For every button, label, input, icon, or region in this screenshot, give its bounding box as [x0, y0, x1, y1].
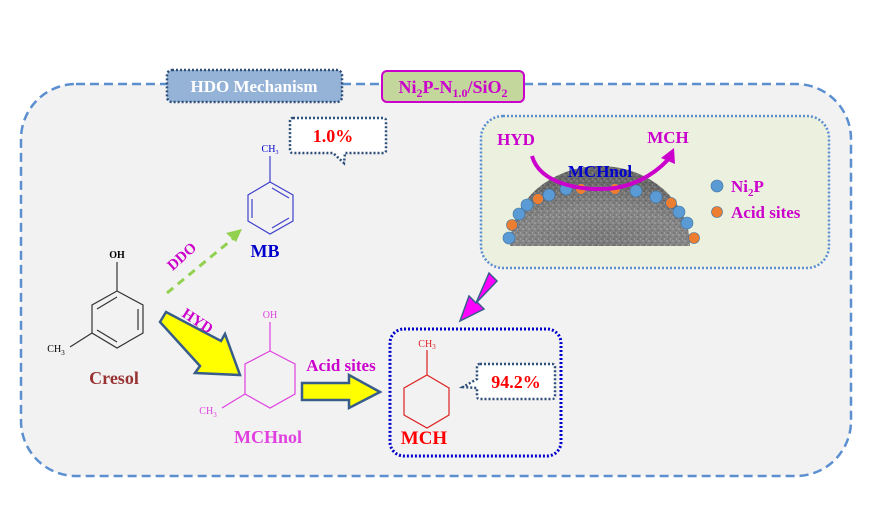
inset-mch-label: MCH [647, 128, 689, 147]
mch-ch3-label: CH3 [418, 339, 436, 351]
mb-ch3-label: CH3 [262, 144, 279, 156]
catalyst-tag: Ni2P-N1.0/SiO2 [381, 70, 525, 103]
acid-site [688, 232, 700, 244]
acid-site [506, 219, 518, 231]
ni2p-site [672, 205, 686, 219]
catalyst-tag-label: Ni2P-N1.0/SiO2 [398, 77, 507, 100]
ni2p-site [542, 188, 556, 202]
catalyst-particle [510, 166, 690, 246]
hyd-arrow [158, 310, 242, 377]
legend-item-acid-sites: Acid sites [711, 203, 801, 222]
acid-site [532, 193, 544, 205]
cresol-label: Cresol [89, 368, 139, 388]
ni2p-site [629, 184, 643, 198]
cresol-oh-label: OH [109, 250, 125, 261]
mb-yield-value: 1.0% [313, 126, 354, 146]
inset-hyd-label: HYD [497, 130, 535, 149]
mchnol-ch3-label: CH3 [199, 406, 217, 419]
cresol-molecule [69, 262, 144, 349]
inset-reaction-arrow [530, 148, 675, 192]
title-tag-label: HDO Mechanism [190, 77, 317, 96]
acid-site-legend-marker [711, 206, 723, 218]
mchnol-label: MCHnol [234, 427, 302, 447]
cresol-ch3-label: CH3 [47, 344, 65, 357]
ni2p-site [680, 216, 694, 230]
ni2p-site [502, 231, 516, 245]
mchnol-oh-label: OH [263, 310, 277, 321]
legend-acid-sites-label: Acid sites [731, 203, 801, 222]
title-tag: HDO Mechanism [165, 68, 344, 104]
mch-product-box [388, 327, 563, 458]
mch-label: MCH [401, 428, 448, 449]
mch-yield-value: 94.2% [491, 372, 541, 392]
mb-molecule [247, 156, 294, 235]
ddo-arrow [166, 229, 242, 295]
mchnol-molecule [221, 322, 296, 409]
ni2p-legend-marker [710, 179, 724, 193]
legend-item-ni2p: Ni2P [710, 177, 764, 199]
acid-site [665, 197, 677, 209]
acid-sites-label: Acid sites [306, 356, 376, 375]
mb-label: MB [251, 241, 280, 261]
legend-ni2p-label: Ni2P [731, 177, 764, 199]
inset-to-product-arrow [458, 271, 499, 323]
mch-molecule [403, 350, 450, 429]
mb-yield-callout: 1.0% [288, 116, 388, 166]
inset-mchnol-label: MCHnol [568, 162, 633, 181]
ni2p-site [520, 198, 534, 212]
mch-yield-callout: 94.2% [458, 362, 557, 401]
inset-legend: Ni2P Acid sites [710, 177, 801, 222]
acid-sites-arrow [300, 372, 383, 411]
ni2p-site [649, 190, 663, 204]
ni2p-site [512, 207, 526, 221]
